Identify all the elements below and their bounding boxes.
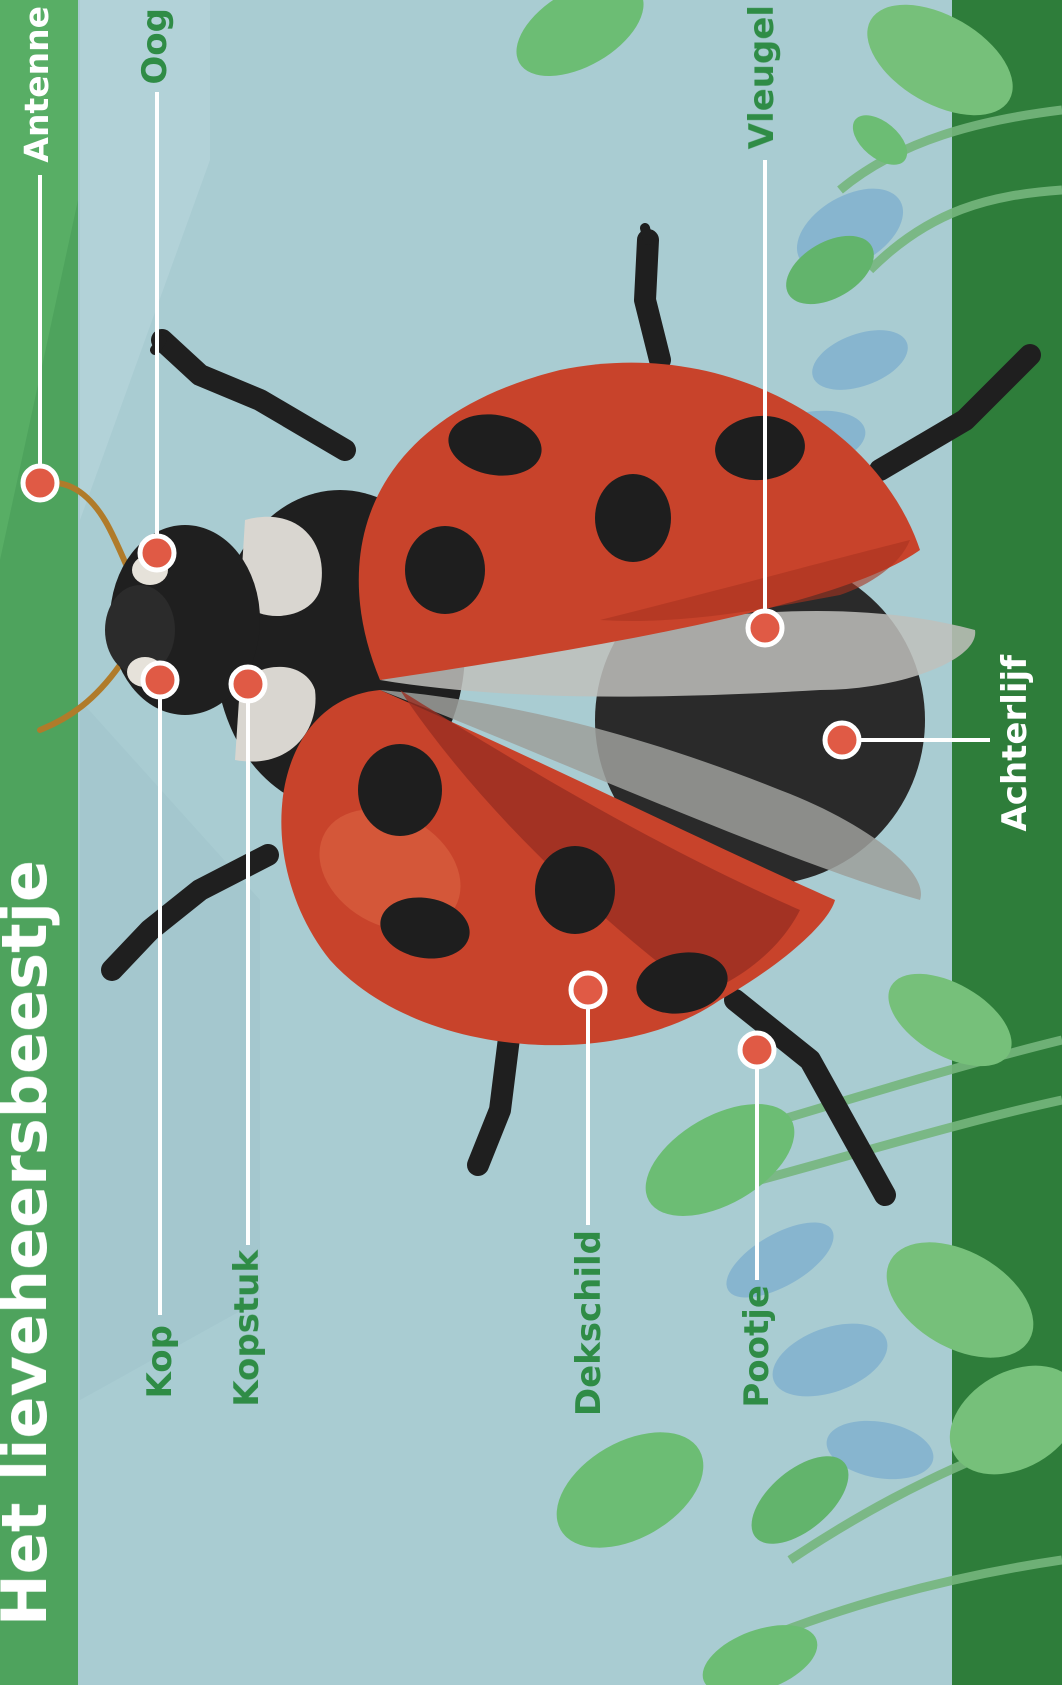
marker-oog	[140, 536, 174, 570]
marker-pootje	[740, 1033, 774, 1067]
label-antenne: Antenne	[20, 6, 53, 163]
label-dekschild: Dekschild	[572, 1230, 606, 1416]
label-vleugel: Vleugel	[745, 5, 779, 149]
marker-kopstuk	[231, 667, 265, 701]
page-title: Het lieveheersbeestje	[0, 860, 56, 1626]
marker-achterlijf	[825, 723, 859, 757]
marker-kop	[143, 663, 177, 697]
label-kop: Kop	[143, 1325, 177, 1398]
label-kopstuk: Kopstuk	[230, 1250, 264, 1407]
marker-dekschild	[571, 973, 605, 1007]
marker-vleugel	[748, 611, 782, 645]
marker-antenne	[23, 466, 57, 500]
label-achterlijf: Achterlijf	[998, 655, 1032, 832]
label-pootje: Pootje	[740, 1285, 774, 1408]
label-oog: Oog	[138, 8, 172, 85]
